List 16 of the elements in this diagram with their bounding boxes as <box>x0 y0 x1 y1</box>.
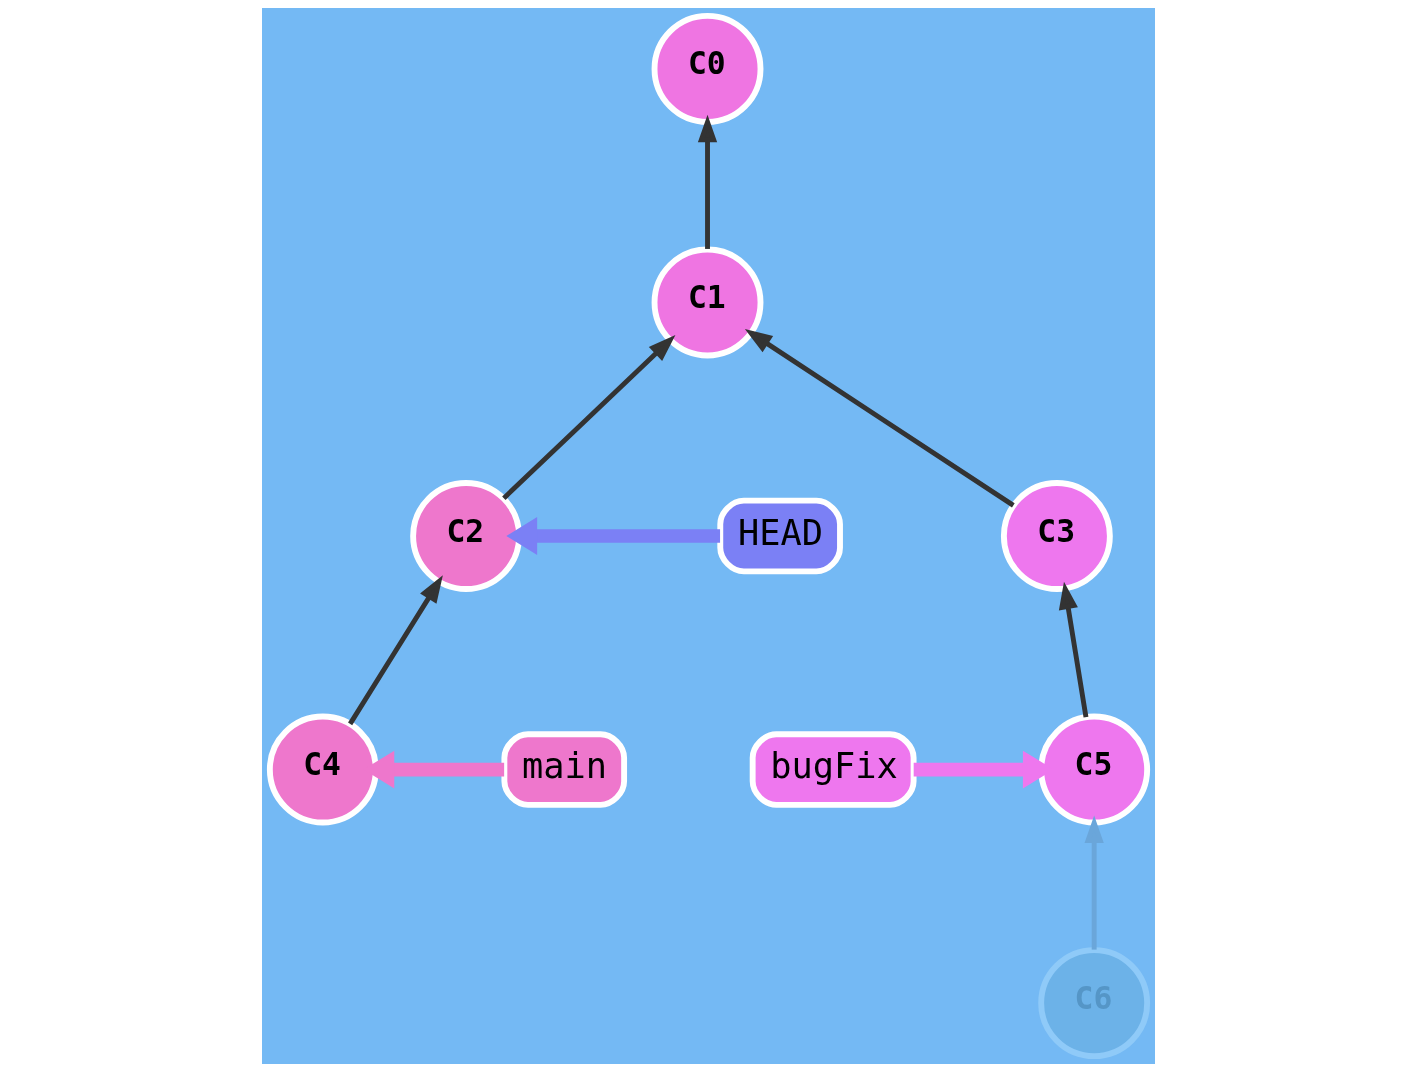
arrow <box>1058 581 1088 718</box>
node-circle: C4 <box>266 713 379 826</box>
node-box: HEAD <box>716 497 843 575</box>
arrow <box>744 328 1015 508</box>
node-circle: C3 <box>1000 480 1113 592</box>
arrow <box>1084 815 1104 950</box>
node-circle: C0 <box>651 12 763 125</box>
arrow <box>347 575 443 726</box>
node-circle: C1 <box>651 246 763 359</box>
arrow <box>697 114 717 249</box>
node-box: main <box>500 731 627 808</box>
node-circle: C5 <box>1037 713 1150 826</box>
arrow <box>501 334 675 500</box>
arrow <box>505 517 720 555</box>
node-circle: C2 <box>409 480 522 592</box>
node-box: bugFix <box>749 731 917 808</box>
